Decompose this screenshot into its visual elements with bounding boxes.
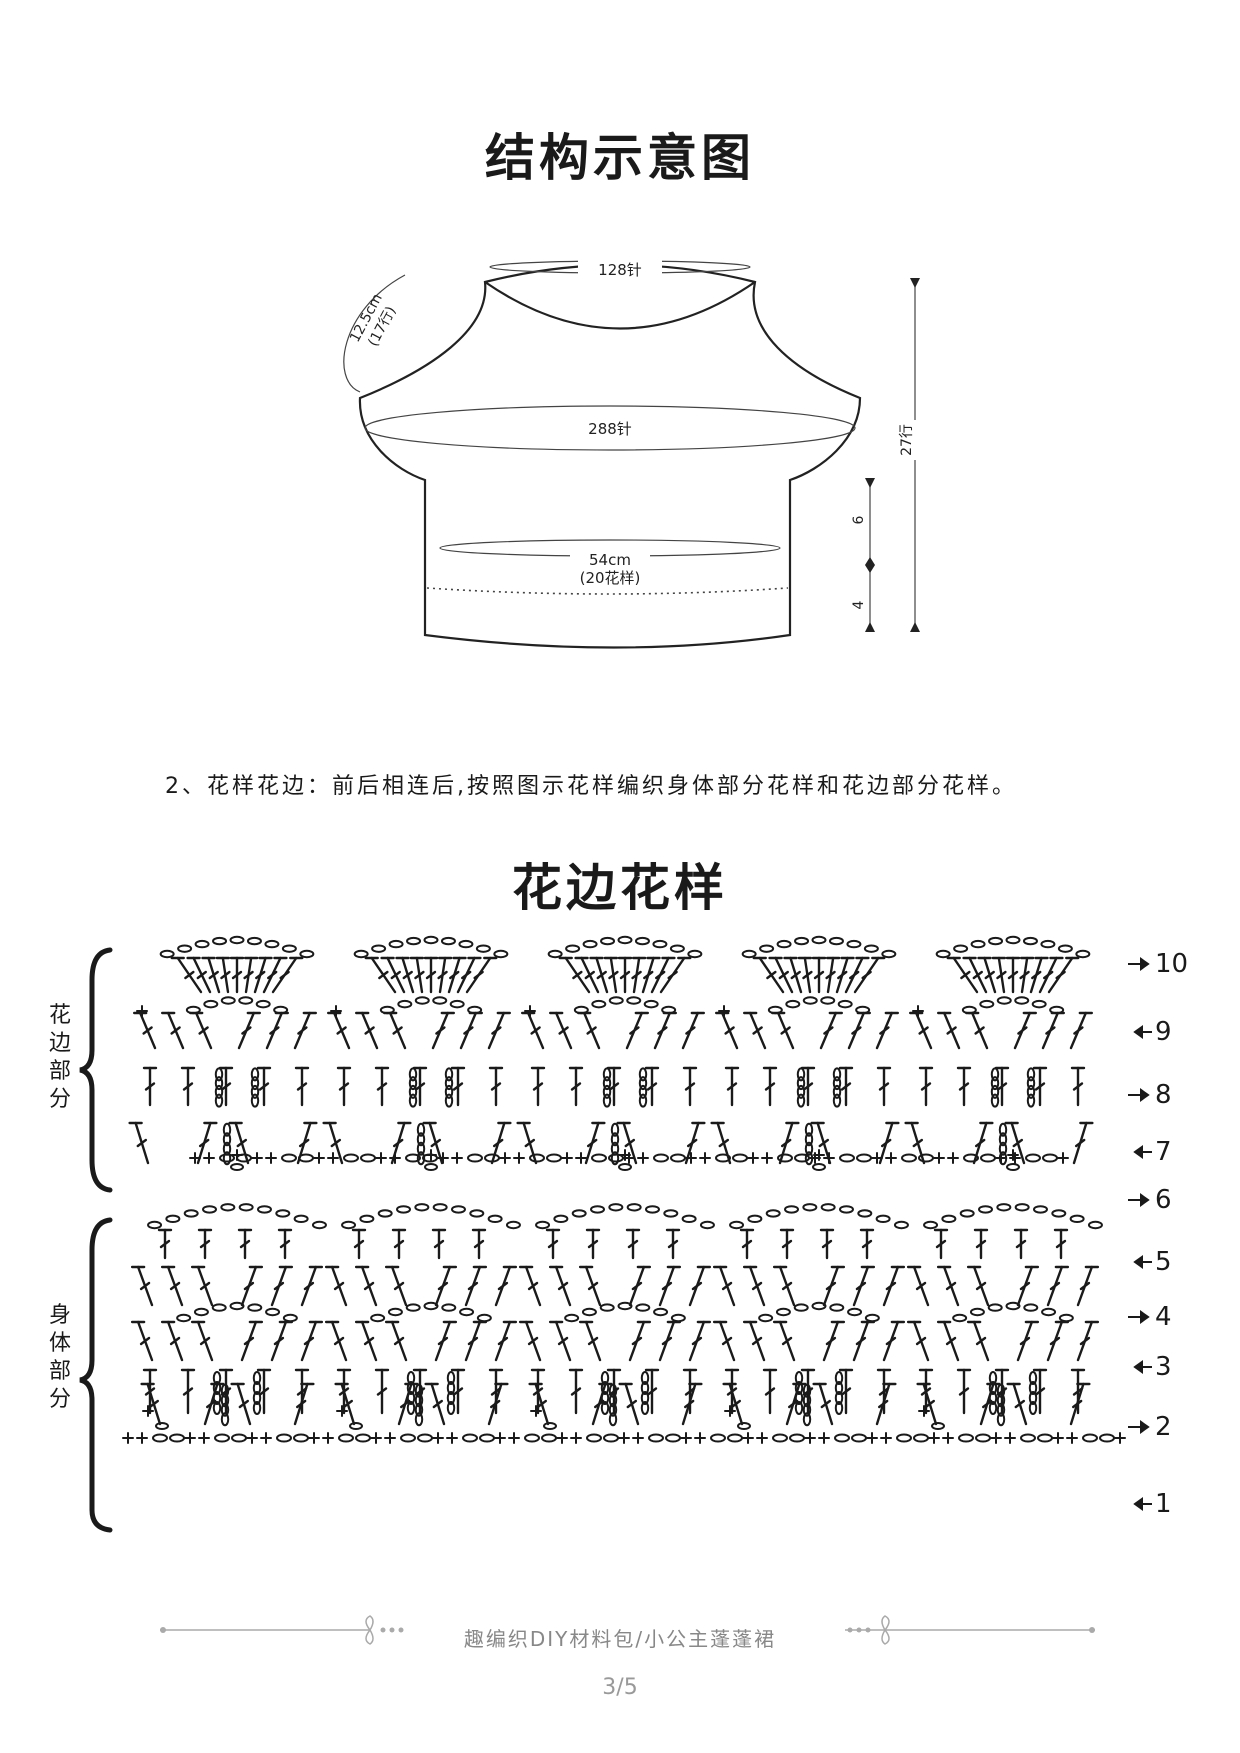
row-number-label: 4 <box>1155 1302 1172 1332</box>
row-number-label: 9 <box>1155 1017 1172 1047</box>
row-number-label: 6 <box>1155 1185 1172 1215</box>
body-motif-label: (20花样) <box>580 569 641 587</box>
neck-stitch-label: 128针 <box>598 261 642 279</box>
body-section-label: 身 <box>49 1303 71 1328</box>
yoke-stitch-label: 288针 <box>588 420 632 438</box>
edge-section-label: 部 <box>49 1059 71 1084</box>
yoke-length-arc <box>343 274 406 393</box>
structure-title: 结构示意图 <box>485 129 755 187</box>
edge-rows-label: 4 <box>851 600 867 609</box>
footer-ornament <box>160 1615 1095 1645</box>
total-rows-label: 27行 <box>899 424 915 456</box>
row-10-arrow <box>1128 957 1150 971</box>
body-width-label: 54cm <box>589 551 631 569</box>
row-7-arrow <box>1133 1145 1152 1159</box>
row-8-arrow <box>1128 1088 1150 1102</box>
row-9-arrow <box>1133 1025 1152 1039</box>
row-number-label: 1 <box>1155 1489 1172 1519</box>
row-1-arrow <box>1133 1497 1152 1511</box>
structure-diagram: 128针 288针 54cm (20花样) 12.5cm (17行) 27行 6… <box>343 258 920 649</box>
yoke-measure-ellipse <box>364 405 856 451</box>
edge-section-label: 分 <box>49 1087 71 1112</box>
edge-section-label: 花 <box>49 1003 71 1028</box>
row-number-label: 3 <box>1155 1352 1172 1382</box>
row-number-label: 2 <box>1155 1412 1172 1442</box>
row-6-arrow <box>1128 1193 1150 1207</box>
row-number-label: 8 <box>1155 1080 1172 1110</box>
edge-section-label: 边 <box>49 1031 71 1056</box>
row-3-arrow <box>1133 1360 1152 1374</box>
instruction-text: 2、花样花边：前后相连后,按照图示花样编织身体部分花样和花边部分花样。 <box>165 774 1017 799</box>
edge-divider <box>426 587 789 595</box>
body-section-label: 分 <box>49 1387 71 1412</box>
pattern-title: 花边花样 <box>512 859 728 917</box>
page-number: 3/5 <box>602 1675 638 1700</box>
row-4-arrow <box>1128 1310 1150 1324</box>
body-rows-label: 6 <box>851 515 867 524</box>
body-section-label: 体 <box>49 1331 71 1356</box>
row-5-arrow <box>1133 1255 1152 1269</box>
footer-text: 趣编织DIY材料包/小公主蓬蓬裙 <box>463 1627 777 1651</box>
body-section-label: 部 <box>49 1359 71 1384</box>
row-number-label: 10 <box>1155 949 1188 979</box>
row-2-arrow <box>1128 1420 1150 1434</box>
body-section-brace <box>79 1217 113 1533</box>
neckline-curve <box>484 281 756 330</box>
edge-section-brace <box>79 947 113 1193</box>
garment-outline <box>358 263 862 649</box>
row-number-label: 5 <box>1155 1247 1172 1277</box>
row-number-label: 7 <box>1155 1137 1172 1167</box>
